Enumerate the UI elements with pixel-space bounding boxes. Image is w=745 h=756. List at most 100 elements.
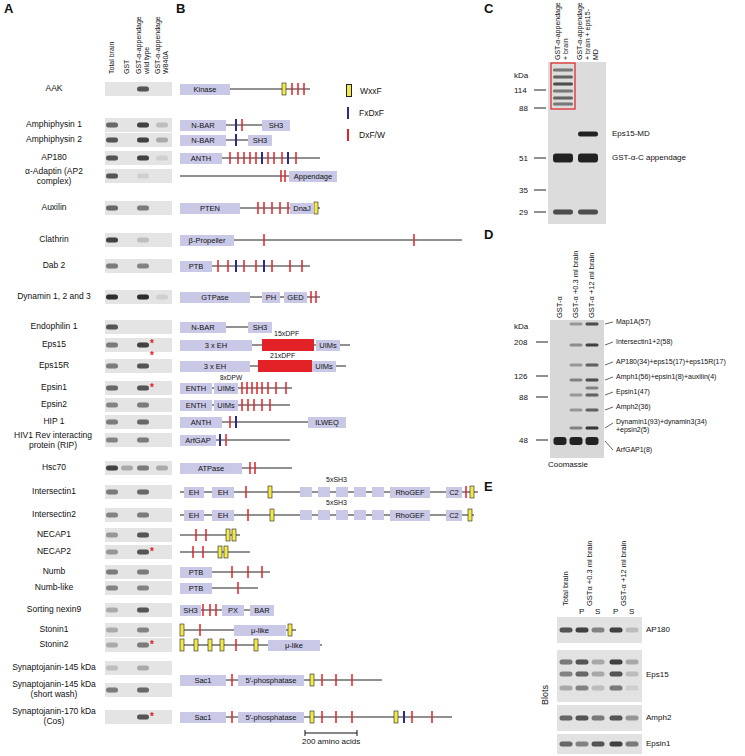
wxxf-motif (226, 529, 230, 541)
fxdxf-motif (235, 134, 237, 146)
gel-band (106, 264, 118, 269)
gel-band (137, 138, 149, 143)
highlight-box (551, 63, 575, 109)
gel-band (137, 513, 149, 518)
sh3-box (354, 510, 366, 520)
gel-band (586, 394, 599, 397)
dxf-motif (271, 260, 273, 272)
wxxf-motif (268, 486, 272, 498)
leader-line (605, 392, 613, 395)
wxxf-motif (220, 639, 224, 651)
domain-box: ArfGAP (180, 435, 216, 446)
dxf-motif (335, 711, 337, 723)
gel-band (586, 437, 599, 445)
gel-band (106, 174, 118, 179)
protein-name: Eps15R (4, 361, 104, 371)
gel-band (106, 533, 118, 538)
wxxf-motif (288, 624, 292, 636)
gel-band (137, 264, 149, 269)
domain-box: ENTH (180, 400, 212, 411)
dxf-motif (411, 711, 413, 723)
sh3-box (354, 487, 366, 497)
gel-band (121, 466, 133, 471)
legend-row: WxxF (345, 84, 382, 97)
protein-name: Intersectin1 (4, 487, 104, 497)
domain-name: RhoGEF (394, 488, 425, 497)
blot-strip (105, 565, 172, 579)
leader-line (605, 322, 613, 324)
dxf-motif (351, 674, 353, 686)
sh3-box (300, 487, 312, 497)
domain-name: Sac1 (193, 676, 212, 685)
gel-band (106, 343, 118, 348)
protein-name: Epsin1 (4, 383, 104, 393)
asterisk: * (150, 350, 154, 362)
gel-band (592, 716, 605, 721)
marker-size: 29 (519, 208, 528, 217)
gel-band (586, 379, 599, 382)
gel-band (553, 97, 573, 100)
dxf-motif (295, 152, 297, 164)
gel-band (106, 513, 118, 518)
gel-band (137, 466, 149, 471)
dxf-motif (237, 152, 239, 164)
wxxf-motif (224, 546, 228, 558)
gel-band (553, 154, 573, 163)
domain-box: μ-like (268, 640, 320, 651)
domain-box: PTEN (180, 203, 240, 214)
gel-band (106, 325, 118, 330)
gel-band (137, 490, 149, 495)
motif-count: 8xDPW (220, 374, 242, 381)
domain-name: PTB (188, 568, 205, 577)
motif-count: 21xDPF (270, 352, 295, 360)
domain-box: GTPase (180, 292, 250, 303)
gel-band (626, 742, 639, 747)
blot-strip (105, 603, 172, 617)
domain-box: EH (212, 487, 234, 498)
lane-header: GST-α +12 ml brain (588, 233, 597, 318)
dxf-motif (202, 546, 204, 558)
lane-header: GSTα +0.3 ml brain (586, 511, 595, 606)
wxxf-motif (218, 546, 222, 558)
dxf-motif (253, 399, 255, 411)
dxf-motif (215, 604, 217, 616)
gel-band (570, 409, 583, 412)
gel-band (137, 643, 149, 648)
legend-swatch (347, 129, 349, 141)
gel-band (137, 87, 149, 92)
domain-box: β-Propeller (180, 235, 234, 246)
dxf-motif (297, 83, 299, 95)
blot-strip (105, 169, 172, 183)
fraction-label: S (629, 607, 634, 616)
gel-band (106, 206, 118, 211)
protein-name: Intersectin2 (4, 510, 104, 520)
dxf-motif (273, 152, 275, 164)
leader-line (605, 362, 613, 365)
protein-name: Hsc70 (4, 463, 104, 473)
gel-band (610, 716, 623, 721)
gel-band (576, 660, 589, 665)
domain-name: μ-like (284, 641, 304, 650)
lane-header: Total brain (562, 511, 571, 606)
marker-tick (536, 440, 548, 441)
domain-box: PTB (180, 567, 212, 578)
domain-box: UIMs (312, 361, 336, 372)
asterisk: * (150, 639, 154, 651)
gel-band (137, 570, 149, 575)
domain-name: Sac1 (193, 713, 212, 722)
gel-band (578, 132, 598, 137)
domain-name: PH (265, 293, 277, 302)
blot-strip (105, 528, 172, 542)
dxf-motif (310, 291, 312, 303)
wxxf-motif (270, 509, 274, 521)
domain-box: SH3 (248, 322, 272, 333)
blot-label: Amph2 (646, 713, 671, 722)
domain-box: N-BAR (180, 322, 226, 333)
stain-label: Coomassie (548, 460, 588, 469)
wxxf-motif (314, 202, 318, 214)
asterisk: * (150, 382, 154, 394)
gel-band (137, 206, 149, 211)
fraction-label: P (613, 607, 618, 616)
gel-band (586, 427, 599, 430)
dxf-motif (231, 711, 233, 723)
